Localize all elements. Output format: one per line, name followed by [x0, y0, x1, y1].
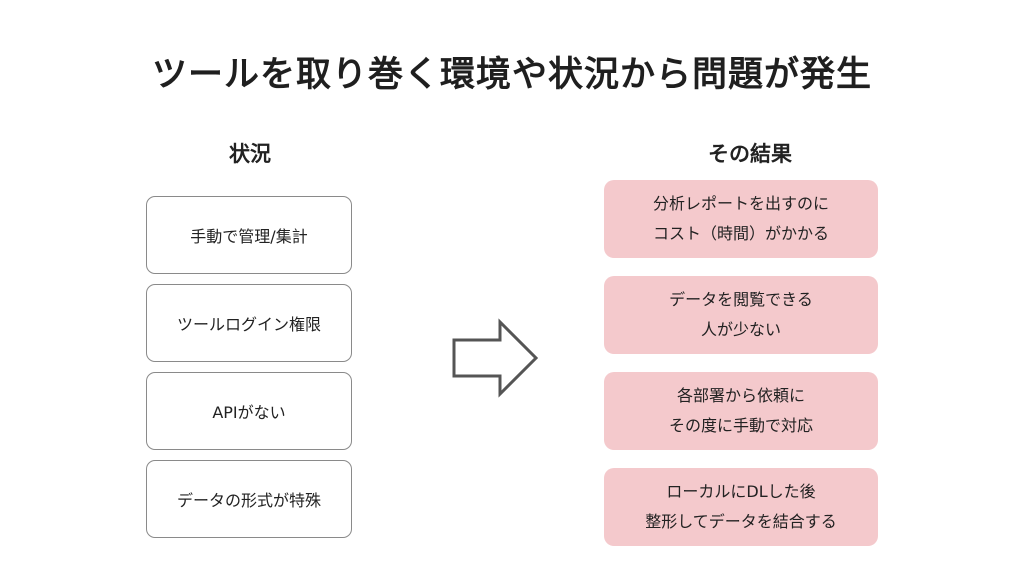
situation-box-manual: 手動で管理/集計: [146, 196, 352, 274]
situation-box-login: ツールログイン権限: [146, 284, 352, 362]
result-line: 人が少ない: [700, 320, 781, 339]
result-line: 整形してデータを結合する: [645, 512, 837, 531]
result-line: 各部署から依頼に: [676, 386, 805, 405]
result-box-viewers: データを閲覧できる 人が少ない: [604, 276, 878, 354]
situation-label: APIがない: [212, 403, 286, 422]
result-heading: その結果: [708, 142, 792, 166]
right-arrow-icon: [452, 318, 539, 398]
situation-heading: 状況: [229, 142, 271, 166]
result-line: その度に手動で対応: [668, 416, 813, 435]
result-box-merge: ローカルにDLした後 整形してデータを結合する: [604, 468, 878, 546]
situation-label: 手動で管理/集計: [190, 227, 308, 246]
situation-box-format: データの形式が特殊: [146, 460, 352, 538]
result-line: 分析レポートを出すのに: [652, 194, 829, 213]
situation-label: データの形式が特殊: [176, 491, 321, 510]
result-box-cost: 分析レポートを出すのに コスト（時間）がかかる: [604, 180, 878, 258]
situation-box-api: APIがない: [146, 372, 352, 450]
result-box-requests: 各部署から依頼に その度に手動で対応: [604, 372, 878, 450]
situation-label: ツールログイン権限: [176, 315, 321, 334]
result-line: コスト（時間）がかかる: [652, 224, 829, 243]
result-line: ローカルにDLした後: [666, 482, 816, 501]
slide-title: ツールを取り巻く環境や状況から問題が発生: [151, 55, 872, 95]
result-line: データを閲覧できる: [669, 290, 813, 309]
